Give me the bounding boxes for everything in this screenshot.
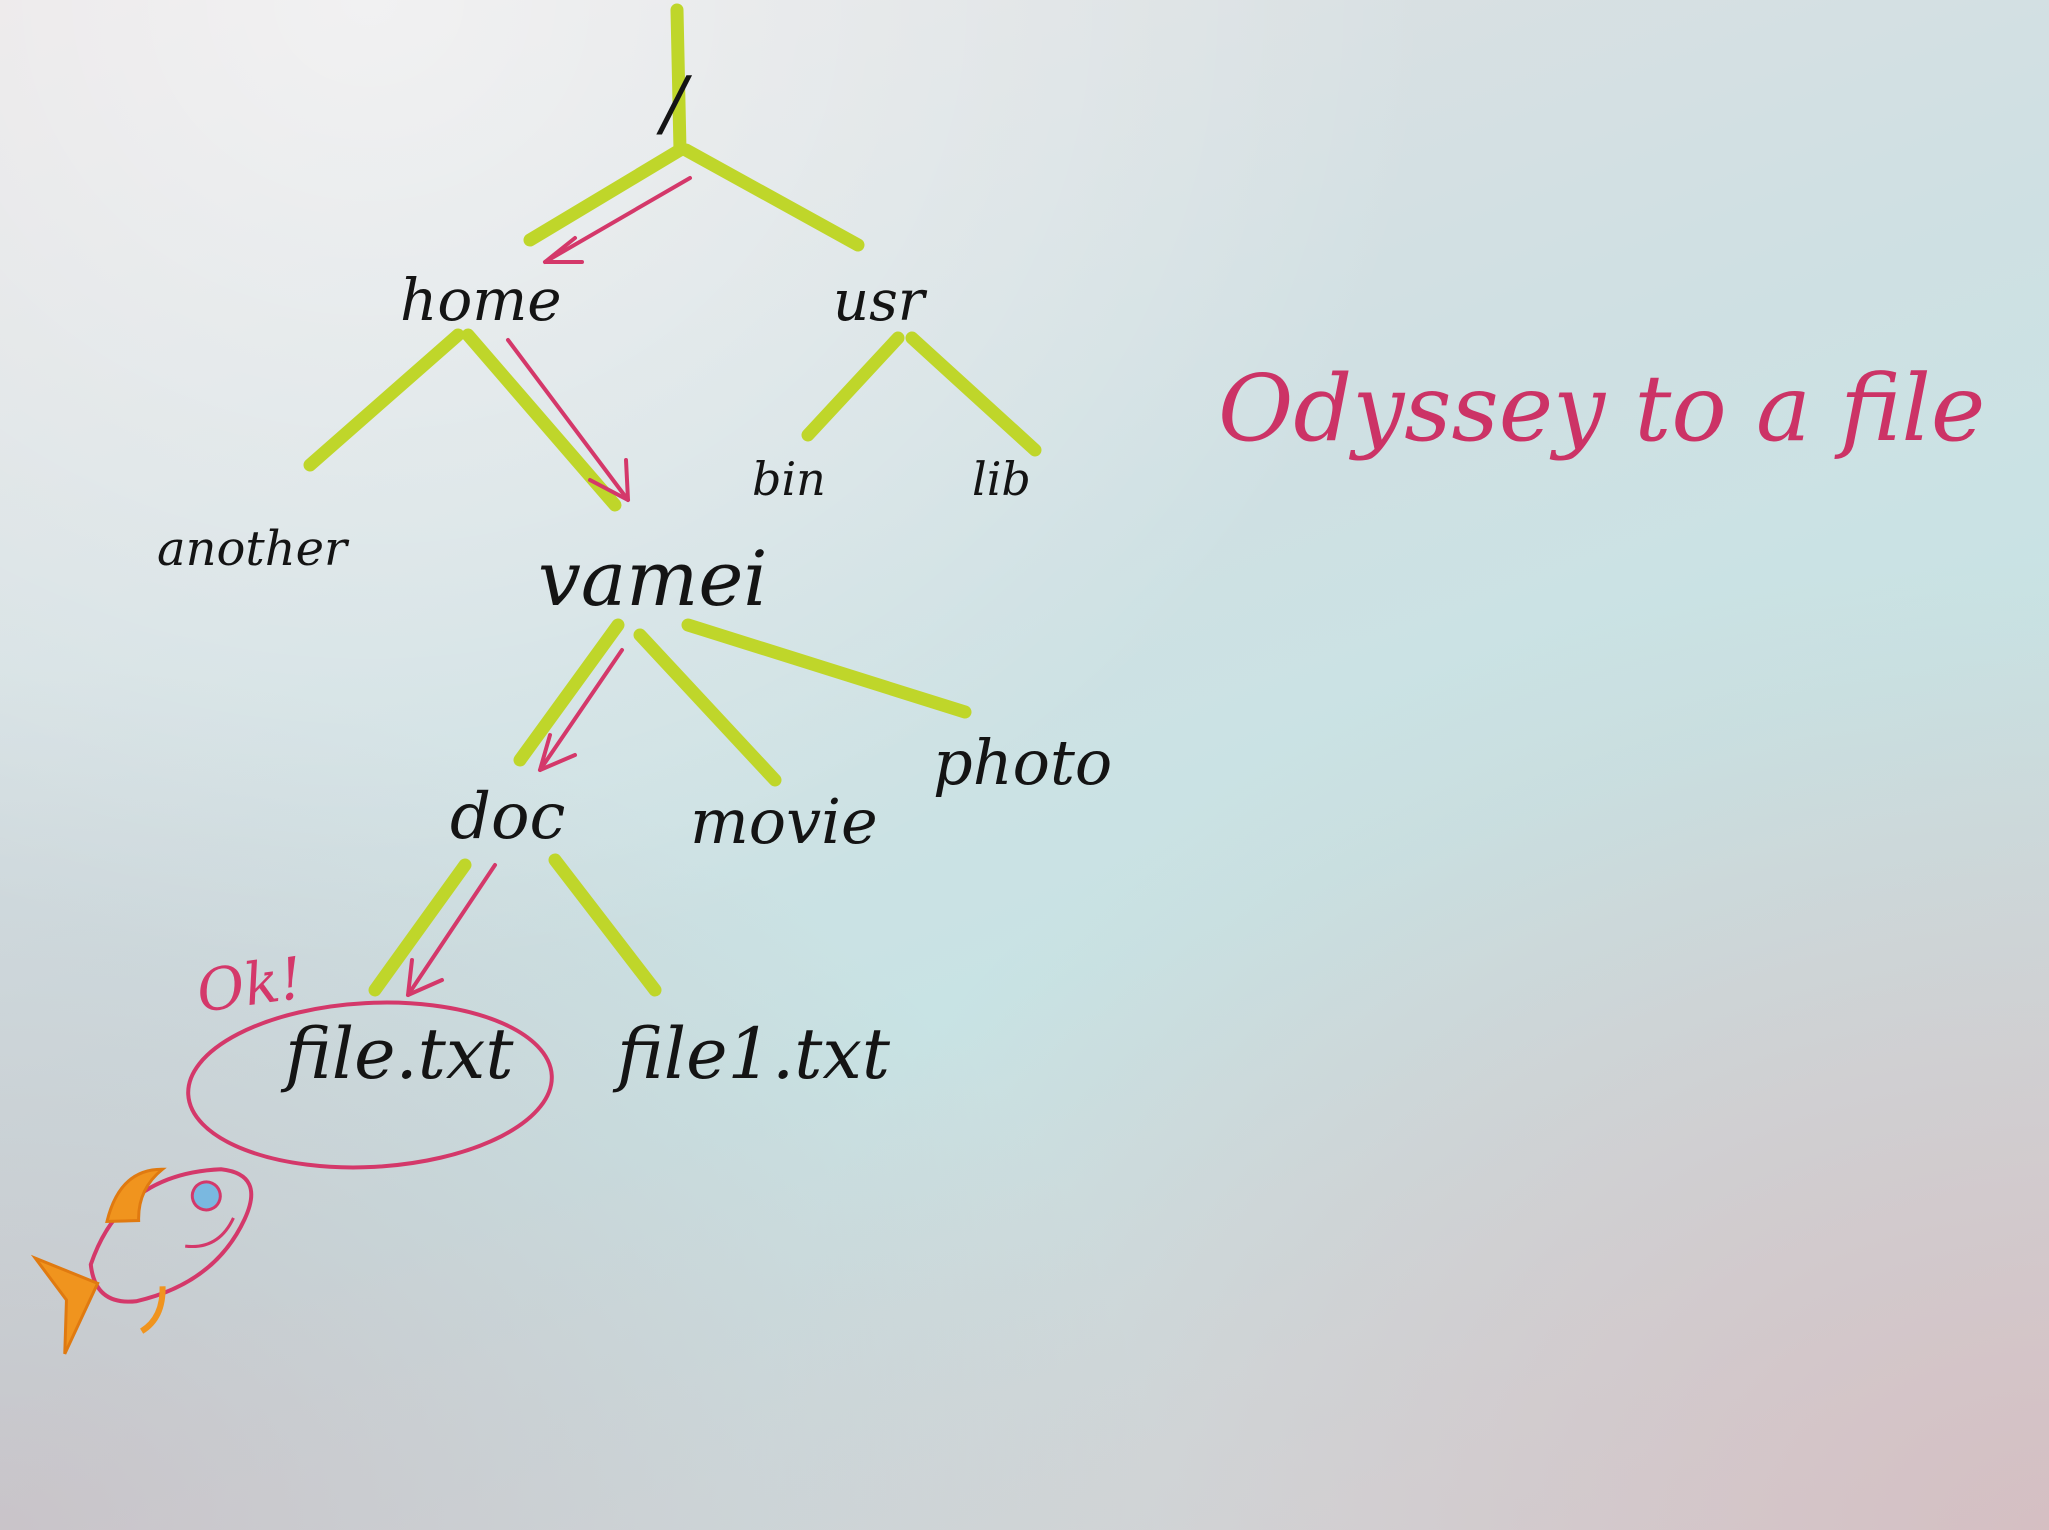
node-movie: movie [690, 785, 878, 858]
branch-root-usr [679, 143, 865, 252]
node-usr: usr [833, 269, 928, 334]
node-file1-txt: file1.txt [612, 1013, 891, 1095]
branch-usr-bin [801, 331, 905, 442]
node-another: another [157, 521, 350, 577]
ok-annotation: Ok! [192, 944, 306, 1026]
branch-home-vamei [461, 328, 622, 512]
branch-vamei-movie [633, 628, 782, 787]
branch-vamei-photo [681, 618, 972, 719]
target-file-circle [186, 1000, 554, 1170]
arrow-home-to-vamei [506, 338, 630, 502]
branch-doc-file1 [548, 853, 662, 997]
diagram-title: Odyssey to a file [1218, 355, 1985, 462]
node-file-txt: file.txt [280, 1013, 514, 1095]
path-arrows [406, 176, 692, 997]
tree-branches [303, 3, 1042, 997]
node-lib: lib [972, 452, 1031, 506]
node-bin: bin [752, 452, 826, 506]
branch-root-home [523, 143, 687, 247]
node-doc: doc [450, 780, 565, 854]
branch-doc-file [368, 858, 472, 997]
branch-root-stem [670, 3, 687, 157]
branch-vamei-doc [513, 618, 625, 767]
node-root: / [656, 61, 693, 145]
branch-home-another [303, 328, 465, 472]
branch-usr-lib [905, 331, 1042, 457]
node-photo: photo [933, 726, 1112, 799]
arrow-doc-to-file [406, 863, 497, 997]
node-vamei: vamei [538, 534, 768, 623]
fish-doodle-icon [30, 1167, 254, 1355]
arrow-vamei-to-doc [538, 648, 624, 772]
node-home: home [400, 266, 562, 334]
tree-nodes: / home usr another vamei bin lib doc mov… [157, 61, 1112, 1095]
arrow-root-to-home [543, 176, 692, 264]
